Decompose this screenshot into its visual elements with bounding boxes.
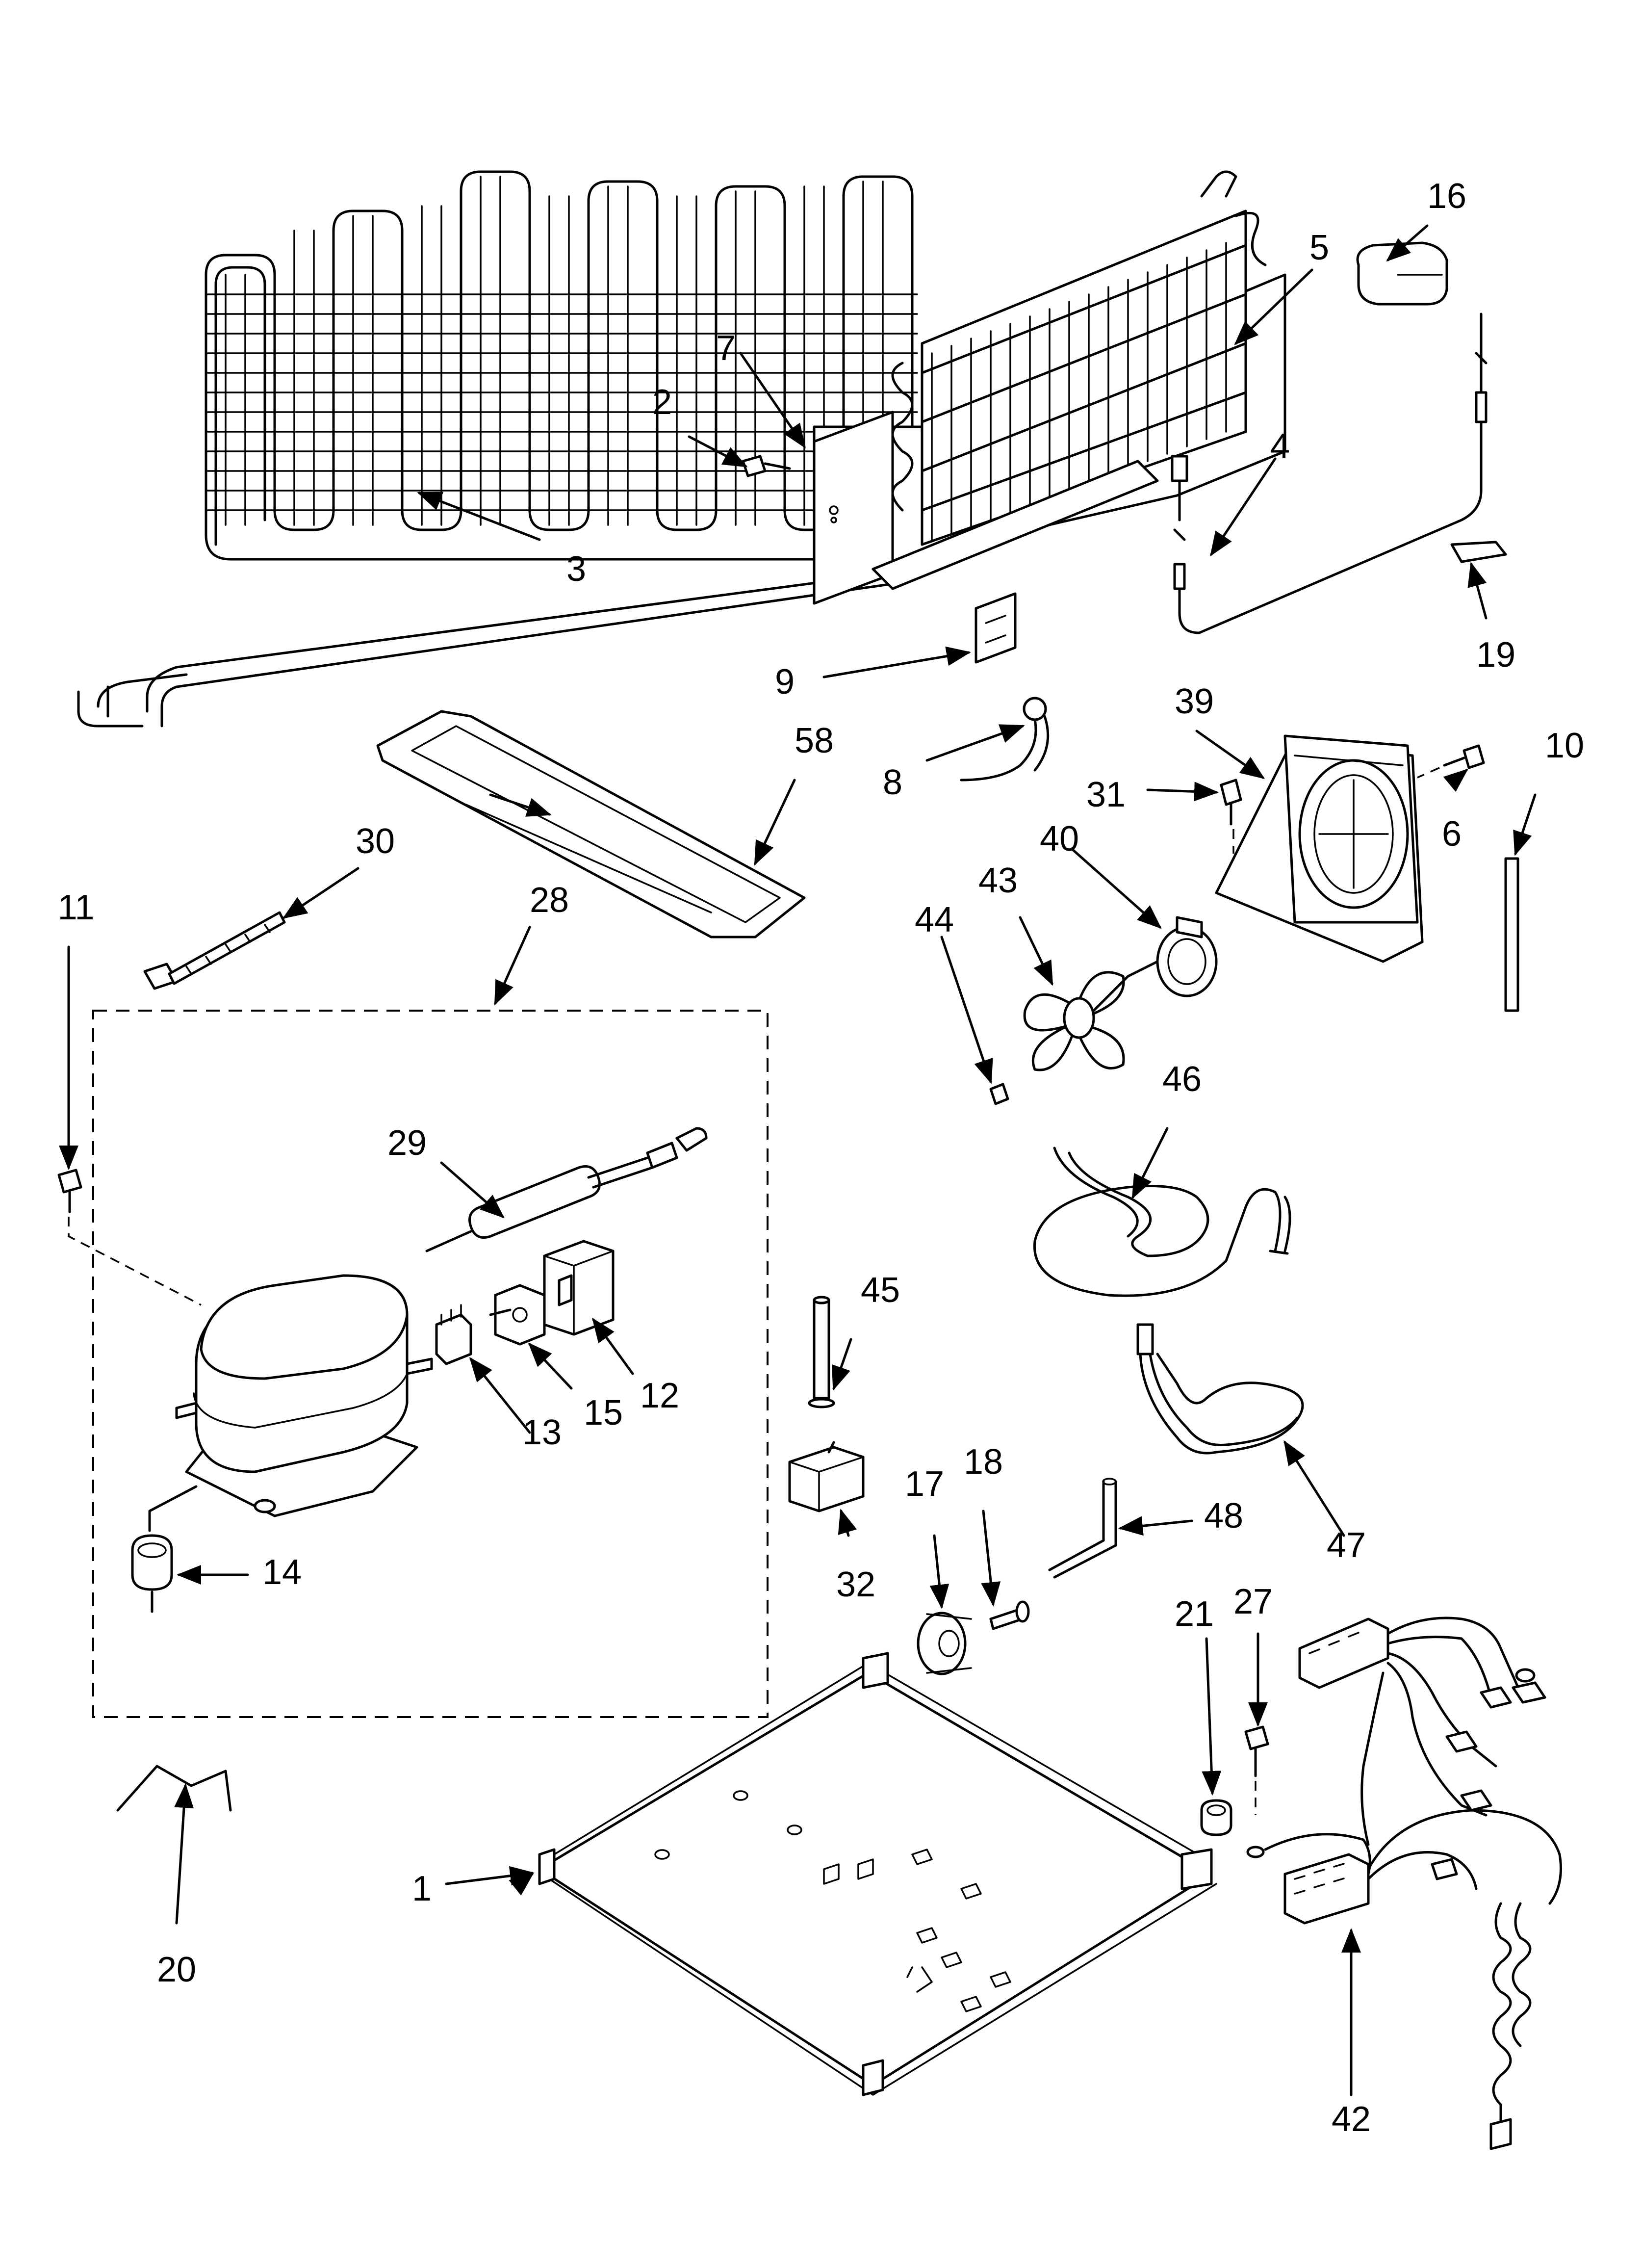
callout-9: 9 bbox=[775, 662, 795, 702]
callout-20: 20 bbox=[157, 1950, 196, 1989]
callout-19: 19 bbox=[1476, 635, 1515, 675]
callout-21: 21 bbox=[1175, 1594, 1214, 1634]
callout-32: 32 bbox=[836, 1565, 875, 1604]
callout-6: 6 bbox=[1442, 814, 1462, 854]
compressor bbox=[175, 1274, 433, 1517]
thermistor-part-8 bbox=[960, 697, 1050, 782]
grommet-part-14 bbox=[131, 1485, 198, 1613]
pin-part-45 bbox=[808, 1296, 835, 1408]
screw-part-27 bbox=[1244, 1725, 1269, 1858]
callout-29: 29 bbox=[387, 1123, 427, 1163]
callout-3: 3 bbox=[566, 549, 586, 589]
callout-42: 42 bbox=[1332, 2100, 1371, 2139]
overload-part-15 bbox=[489, 1284, 546, 1346]
bracket-part-9 bbox=[975, 592, 1017, 664]
fan-blade bbox=[1023, 971, 1129, 1071]
base-plate bbox=[538, 1652, 1217, 2096]
callout-16: 16 bbox=[1427, 177, 1466, 216]
callout-47: 47 bbox=[1327, 1526, 1366, 1565]
callout-39: 39 bbox=[1175, 682, 1214, 721]
callout-10: 10 bbox=[1545, 726, 1584, 765]
callout-18: 18 bbox=[964, 1442, 1003, 1482]
condenser-coil bbox=[77, 170, 924, 728]
screw-part-31 bbox=[1220, 779, 1242, 854]
screw-part-6 bbox=[1417, 744, 1485, 779]
callout-2: 2 bbox=[652, 383, 672, 422]
capacitor-part-32 bbox=[788, 1441, 865, 1512]
nut-part-21 bbox=[1200, 1799, 1232, 1836]
roller-part-17 bbox=[917, 1612, 972, 1675]
callout-28: 28 bbox=[530, 881, 569, 920]
callout-27: 27 bbox=[1233, 1582, 1273, 1621]
callout-4: 4 bbox=[1270, 427, 1290, 466]
compressor-kit-group bbox=[92, 1010, 769, 1718]
callout-48: 48 bbox=[1204, 1496, 1243, 1536]
cable-tie bbox=[143, 911, 286, 990]
callout-15: 15 bbox=[584, 1393, 623, 1433]
strip-part-10 bbox=[1504, 857, 1519, 1012]
cover-part-16 bbox=[1356, 241, 1448, 306]
tube-part-47 bbox=[1136, 1323, 1304, 1455]
callout-17: 17 bbox=[905, 1464, 944, 1504]
defrost-heater bbox=[1171, 313, 1488, 634]
axle-part-18 bbox=[989, 1600, 1030, 1630]
wiring-harness bbox=[1264, 1616, 1562, 2150]
evaporator-coil bbox=[813, 170, 1286, 605]
screw-part-2 bbox=[742, 455, 791, 477]
callout-7: 7 bbox=[716, 329, 736, 368]
callout-58: 58 bbox=[795, 721, 834, 760]
callout-46: 46 bbox=[1162, 1060, 1202, 1099]
callout-12: 12 bbox=[640, 1376, 679, 1415]
callout-11: 11 bbox=[58, 888, 95, 927]
callout-40: 40 bbox=[1040, 819, 1079, 859]
clip-part-19 bbox=[1450, 541, 1507, 563]
clip-part-44 bbox=[989, 1083, 1009, 1105]
terminal-part-13 bbox=[435, 1304, 472, 1365]
callout-14: 14 bbox=[262, 1553, 302, 1592]
callout-31: 31 bbox=[1086, 775, 1126, 814]
drain-trough bbox=[376, 710, 806, 938]
fan-motor bbox=[1127, 916, 1218, 997]
callout-43: 43 bbox=[978, 861, 1018, 900]
tube-part-48 bbox=[1048, 1478, 1117, 1579]
callout-44: 44 bbox=[915, 900, 954, 939]
callout-30: 30 bbox=[356, 822, 395, 861]
drain-tube-46 bbox=[1033, 1147, 1291, 1297]
callout-labels: 1 2 3 4 5 6 7 8 9 10 11 12 13 14 15 16 1… bbox=[58, 177, 1584, 2139]
callout-5: 5 bbox=[1309, 228, 1329, 267]
clip-part-20 bbox=[116, 1765, 232, 1812]
leader-lines bbox=[59, 224, 1537, 2096]
callout-8: 8 bbox=[883, 763, 902, 802]
drier-part-29 bbox=[425, 1127, 708, 1252]
callout-45: 45 bbox=[861, 1271, 900, 1310]
callout-13: 13 bbox=[522, 1413, 562, 1452]
bolt-part-11 bbox=[57, 1169, 202, 1306]
relay-part-12 bbox=[543, 1240, 615, 1336]
fan-shroud bbox=[1215, 734, 1424, 963]
callout-1: 1 bbox=[412, 1869, 432, 1908]
